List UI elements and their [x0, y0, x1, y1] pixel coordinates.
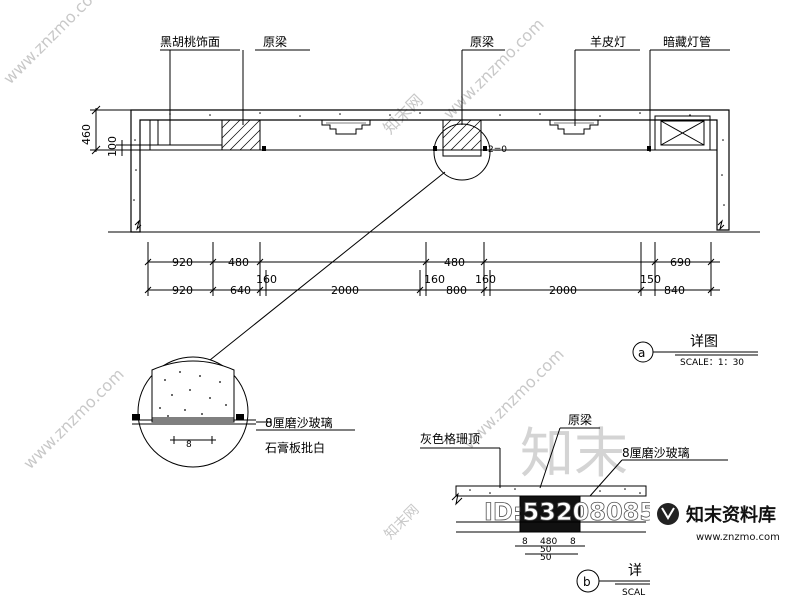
dim-small-3: 150	[640, 273, 661, 286]
watermark-layer: www.znzmo.com www.znzmo.com www.znzmo.co…	[0, 0, 628, 543]
dim-460: 460	[80, 124, 93, 145]
callout-a: a 详图 SCALE：1：30	[632, 334, 758, 368]
label-beam-left: 原梁	[263, 34, 287, 49]
detail-marker-circle	[433, 123, 491, 181]
callout-a-letter: a	[638, 346, 645, 360]
watermark-url-2: www.znzmo.com	[439, 15, 547, 123]
badge-title: 知末资料库	[686, 504, 776, 526]
detail-b-speckle	[469, 488, 641, 494]
dim-r1-2: 480	[444, 256, 465, 269]
dim-r2-5: 840	[664, 284, 685, 297]
lamp-left	[321, 120, 371, 135]
watermark-url-1: www.znzmo.com	[0, 0, 108, 88]
concrete-speckle	[133, 112, 725, 206]
dim-r2-0: 920	[172, 284, 193, 297]
callout-b-scale: SCAL	[622, 588, 645, 598]
watermark-id: ID:532080857	[484, 498, 673, 526]
callout-b: b 详 SCAL	[576, 563, 650, 598]
dim-r1-3: 690	[670, 256, 691, 269]
dimension-lines	[144, 242, 720, 296]
beam-left	[221, 119, 261, 151]
center-small-dim: 2=0	[488, 145, 507, 155]
watermark-big: 知末	[520, 422, 628, 485]
brand-badge: 知末资料库 www.znzmo.com	[650, 485, 800, 547]
dim-r2-3: 800	[446, 284, 467, 297]
vertical-dimensions	[90, 105, 140, 156]
label-glass-b: 8厘磨沙玻璃	[622, 446, 690, 460]
dim-r2-4: 2000	[549, 284, 577, 297]
dim-r2-2: 2000	[331, 284, 359, 297]
dim-100: 100	[106, 136, 119, 157]
watermark-brand-1: 知末网	[379, 90, 426, 137]
detail-b-dim-3: 50	[540, 545, 552, 555]
dim-r1-0: 920	[172, 256, 193, 269]
watermark-url-3: www.znzmo.com	[19, 365, 127, 473]
detail-leader-line	[209, 171, 446, 361]
detail-b	[420, 427, 728, 555]
ceiling-section	[108, 109, 760, 233]
lamp-right	[549, 120, 599, 135]
dim-r1-1: 480	[228, 256, 249, 269]
badge-url: www.znzmo.com	[696, 532, 780, 543]
callout-a-title: 详图	[690, 334, 718, 350]
dim-r2-1: 640	[230, 284, 251, 297]
callout-b-letter: b	[583, 575, 591, 589]
detail-b-dim-4: 50	[540, 553, 552, 563]
callout-b-title: 详	[628, 563, 642, 579]
label-beam-b: 原梁	[568, 412, 592, 427]
label-glass: 8厘磨沙玻璃	[265, 416, 333, 430]
label-lamp: 羊皮灯	[590, 34, 626, 49]
label-grille: 灰色格珊顶	[420, 431, 480, 446]
detail-b-dim-2: 8	[570, 537, 576, 547]
label-walnut: 黑胡桃饰面	[160, 34, 220, 49]
label-leaders	[160, 49, 730, 152]
detail-b-dim-0: 8	[522, 537, 528, 547]
watermark-brand-2: 知末网	[381, 501, 423, 543]
label-beam-center: 原梁	[470, 34, 494, 49]
detail-a: 8	[132, 356, 355, 468]
fixings	[262, 146, 651, 151]
beam-center	[442, 119, 482, 157]
label-gypsum: 石膏板批白	[265, 440, 325, 455]
label-hidden-light: 暗藏灯管	[663, 34, 711, 49]
dim-small-2: 160	[475, 273, 496, 286]
dim-small-0: 160	[256, 273, 277, 286]
callout-a-scale: SCALE：1：30	[680, 358, 744, 368]
dim-small-1: 160	[424, 273, 445, 286]
detail-b-dim-1: 480	[540, 537, 557, 547]
detail-a-small-dim: 8	[186, 440, 192, 450]
hidden-light-box	[654, 115, 711, 151]
